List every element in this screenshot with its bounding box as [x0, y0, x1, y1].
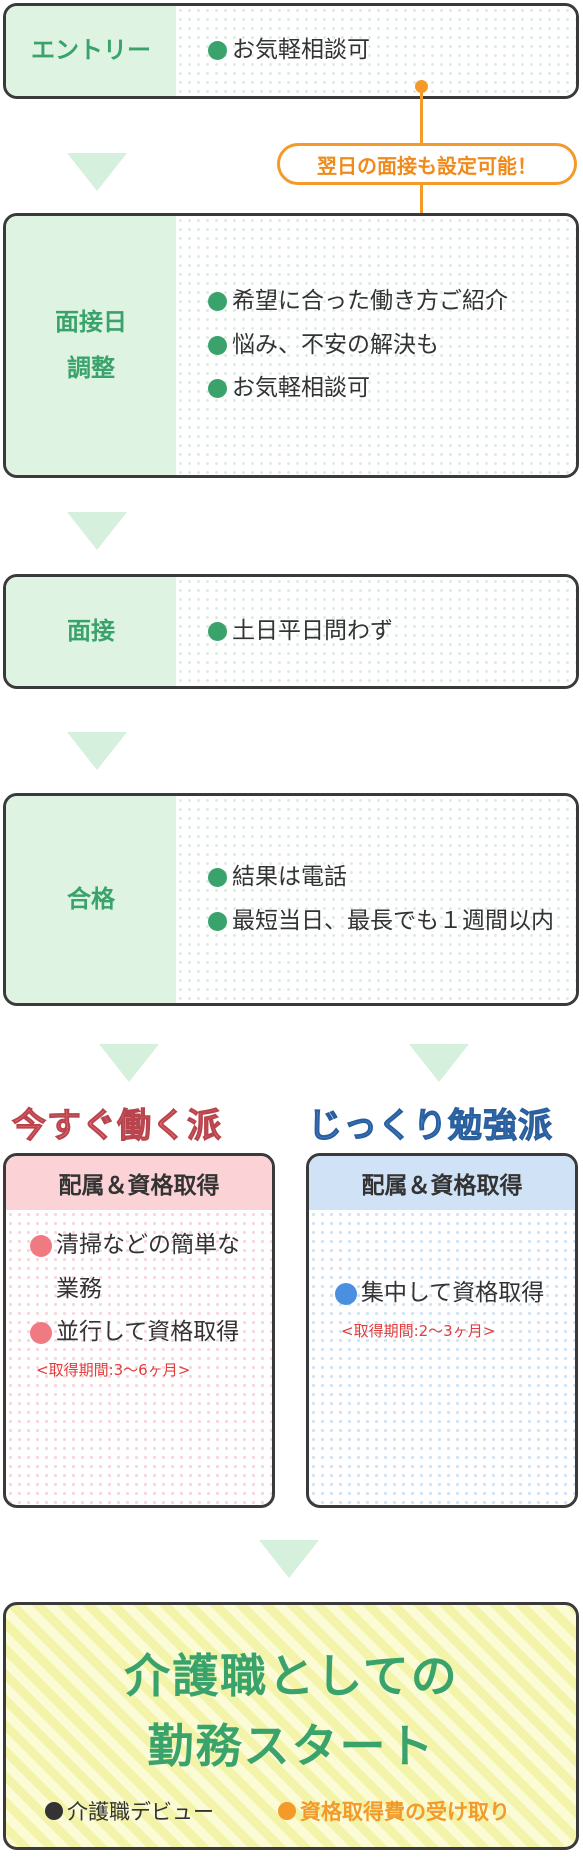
list-item: 結果は電話	[208, 856, 556, 900]
final-title: 勤務スタート	[147, 1719, 436, 1773]
orange-dot-icon	[278, 1802, 296, 1820]
black-dot-icon	[45, 1802, 63, 1820]
green-dot-icon	[208, 41, 227, 61]
final-item-fee: 資格取得費の受け取り	[278, 1796, 510, 1826]
blue-dot-icon	[335, 1283, 357, 1305]
connector-line	[420, 185, 423, 233]
list-item: 希望に合った働き方ご紹介	[208, 280, 556, 324]
list-item: 並行して資格取得	[30, 1311, 260, 1355]
down-arrow-icon	[409, 1044, 469, 1082]
step-body: 結果は電話 最短当日、最長でも１週間以内	[176, 796, 576, 1003]
step-schedule: 面接日 調整 希望に合った働き方ご紹介 悩み、不安の解決も お気軽相談可	[3, 213, 579, 478]
red-dot-icon	[30, 1322, 52, 1345]
step-label: エントリー	[6, 6, 176, 96]
green-dot-icon	[208, 621, 227, 641]
down-arrow-icon	[99, 1044, 159, 1082]
green-dot-icon	[208, 335, 227, 355]
down-arrow-icon	[67, 153, 127, 191]
step-pass: 合格 結果は電話 最短当日、最長でも１週間以内	[3, 793, 579, 1006]
path-box-title: 配属＆資格取得	[6, 1156, 272, 1210]
step-entry: エントリー お気軽相談可	[3, 3, 579, 99]
list-item: 悩み、不安の解決も	[208, 324, 556, 368]
step-body: 土日平日問わず	[176, 577, 576, 686]
step-label-text: 合格	[67, 884, 115, 913]
green-dot-icon	[208, 291, 227, 311]
green-dot-icon	[208, 867, 227, 887]
step-body: お気軽相談可	[176, 6, 576, 96]
path-box-now: 配属＆資格取得 清掃などの簡単な業務 並行して資格取得 <取得期間:3〜6ヶ月>	[3, 1153, 275, 1508]
down-arrow-icon	[67, 512, 127, 550]
step-label-text: 面接日	[55, 307, 127, 336]
down-arrow-icon	[67, 732, 127, 770]
list-item: 集中して資格取得	[335, 1272, 563, 1316]
path-box-title: 配属＆資格取得	[309, 1156, 575, 1210]
period-note: <取得期間:2〜3ヶ月>	[341, 1321, 496, 1340]
callout-badge: 翌日の面接も設定可能！	[277, 143, 577, 185]
step-body: 希望に合った働き方ご紹介 悩み、不安の解決も お気軽相談可	[176, 216, 576, 475]
path-heading-study: じっくり勉強派	[308, 1106, 553, 1147]
connector-line	[420, 86, 423, 144]
list-item: 最短当日、最長でも１週間以内	[208, 900, 556, 944]
down-arrow-icon	[259, 1540, 319, 1578]
step-label: 合格	[6, 796, 176, 1003]
step-interview: 面接 土日平日問わず	[3, 574, 579, 689]
step-label: 面接日 調整	[6, 216, 176, 475]
step-label: 面接	[6, 577, 176, 686]
path-heading-now: 今すぐ働く派	[12, 1106, 222, 1147]
green-dot-icon	[208, 379, 227, 399]
green-dot-icon	[208, 911, 227, 931]
step-label-text: エントリー	[31, 36, 151, 65]
path-box-study: 配属＆資格取得 集中して資格取得 <取得期間:2〜3ヶ月>	[306, 1153, 578, 1508]
list-item: 清掃などの簡単な業務	[30, 1224, 260, 1311]
step-label-text: 面接	[67, 616, 115, 645]
list-item: 土日平日問わず	[208, 610, 556, 654]
red-dot-icon	[30, 1235, 52, 1257]
period-note: <取得期間:3〜6ヶ月>	[36, 1361, 191, 1380]
list-item: お気軽相談可	[208, 29, 556, 73]
path-box-body: 集中して資格取得 <取得期間:2〜3ヶ月>	[309, 1210, 575, 1505]
path-box-body: 清掃などの簡単な業務 並行して資格取得 <取得期間:3〜6ヶ月>	[6, 1210, 272, 1505]
list-item: お気軽相談可	[208, 367, 556, 411]
final-item-debut: 介護職デビュー	[45, 1796, 214, 1826]
step-label-text: 調整	[67, 353, 115, 382]
final-title: 介護職としての	[124, 1649, 459, 1703]
